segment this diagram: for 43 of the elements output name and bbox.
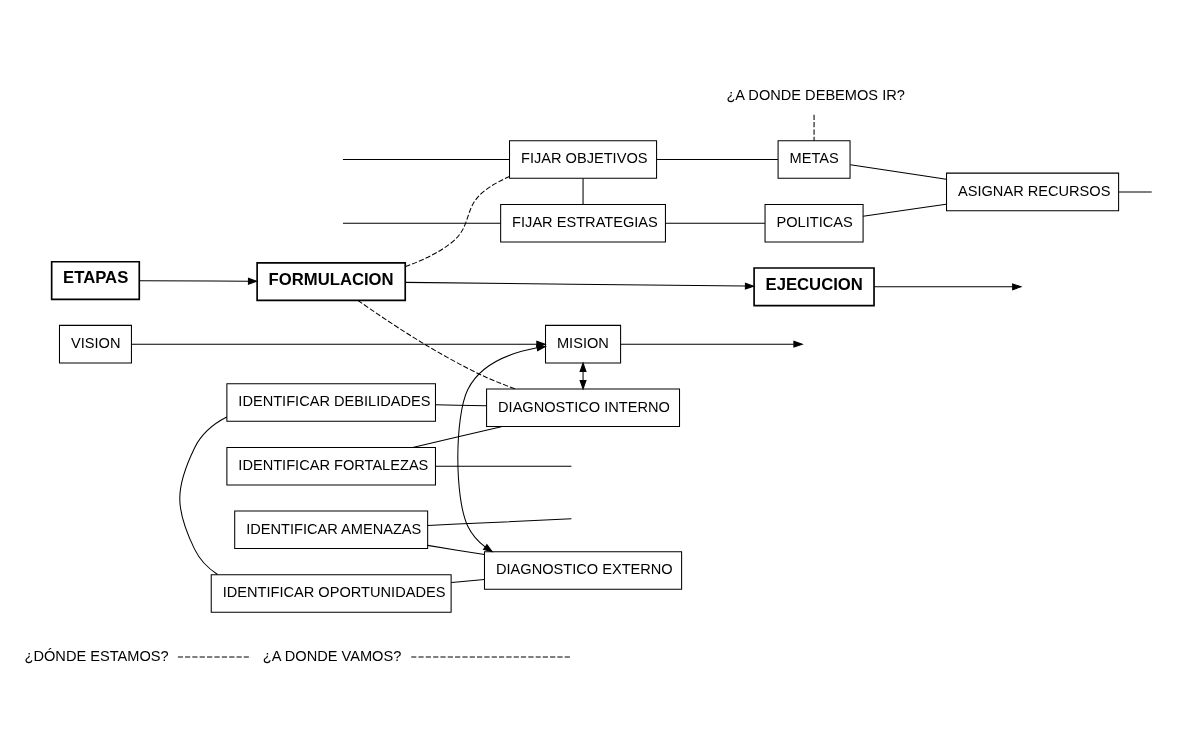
node-box: VISION	[58, 324, 132, 363]
arrow	[579, 360, 587, 390]
connector	[342, 158, 510, 160]
connector	[404, 175, 510, 267]
node-box: IDENTIFICAR FORTALEZAS	[226, 446, 436, 485]
arrow	[457, 343, 547, 553]
connector	[435, 465, 572, 467]
arrow	[620, 340, 804, 348]
node-text: ¿DÓNDE ESTAMOS?	[24, 647, 169, 664]
connector	[862, 203, 947, 217]
connector	[179, 416, 228, 575]
connector	[582, 177, 584, 205]
node-box: DIAGNOSTICO EXTERNO	[483, 550, 683, 590]
node-box: POLITICAS	[764, 203, 864, 242]
node-text: ¿A DONDE VAMOS?	[262, 647, 402, 664]
node-box: IDENTIFICAR DEBILIDADES	[226, 382, 436, 422]
node-box: METAS	[777, 139, 851, 179]
connector	[357, 299, 517, 389]
node-box: FIJAR OBJETIVOS	[509, 139, 658, 179]
arrow	[138, 277, 259, 285]
connector	[656, 158, 779, 160]
arrow	[873, 282, 1023, 290]
node-box: DIAGNOSTICO INTERNO	[486, 388, 681, 427]
node-box: ETAPAS	[50, 260, 141, 300]
connector	[664, 222, 766, 224]
node-box: ASIGNAR RECURSOS	[946, 172, 1120, 211]
connector	[450, 578, 485, 583]
node-box: FORMULACION	[256, 261, 407, 301]
connector	[813, 113, 815, 141]
arrow	[404, 281, 756, 290]
connector	[342, 222, 502, 224]
node-box: FIJAR ESTRATEGIAS	[500, 203, 666, 242]
connector	[427, 517, 572, 526]
node-text: ¿A DONDE DEBEMOS IR?	[726, 86, 905, 103]
connector	[435, 403, 487, 406]
node-box: IDENTIFICAR OPORTUNIDADES	[210, 573, 452, 613]
node-box: MISION	[545, 324, 622, 363]
connector	[1118, 190, 1153, 192]
node-box: IDENTIFICAR AMENAZAS	[234, 510, 429, 549]
connector	[412, 425, 502, 448]
connector	[849, 163, 947, 180]
connector	[427, 544, 485, 555]
node-box: EJECUCION	[753, 266, 875, 306]
